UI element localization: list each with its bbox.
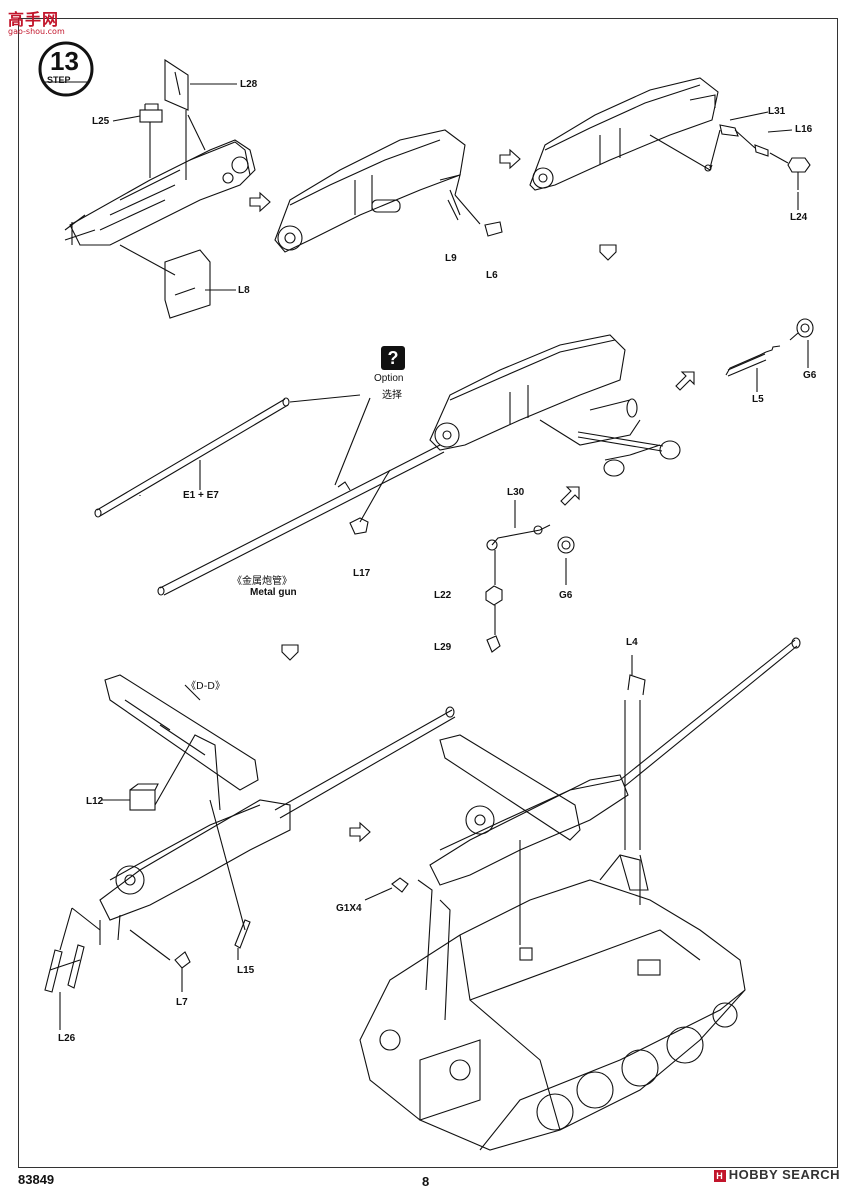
- site-logo-url: gao-shou.com: [8, 27, 65, 36]
- part-label-L5: L5: [752, 394, 764, 405]
- step-label: STEP: [47, 75, 71, 85]
- part-label-L6: L6: [486, 270, 498, 281]
- section-label: 《D-D》: [186, 681, 226, 692]
- part-label-L29: L29: [434, 642, 452, 653]
- part-label-L7: L7: [176, 997, 188, 1008]
- hobby-search-icon: H: [713, 1169, 726, 1182]
- metal-gun-en: Metal gun: [250, 587, 297, 598]
- rod-assembly: [725, 318, 814, 377]
- product-code: 83849: [18, 1172, 55, 1187]
- page-frame: [18, 18, 838, 1168]
- option-label-en: Option: [374, 373, 404, 384]
- part-label-L16: L16: [795, 124, 813, 135]
- part-label-L28: L28: [240, 79, 258, 90]
- part-label-G6-top: G6: [803, 370, 817, 381]
- part-label-L15: L15: [237, 965, 255, 976]
- part-label-G1X4: G1X4: [336, 903, 362, 914]
- step-number: 13: [50, 46, 79, 76]
- part-label-G6-mid: G6: [559, 590, 573, 601]
- page-number: 8: [422, 1174, 430, 1189]
- part-label-L8: L8: [238, 285, 250, 296]
- part-label-E1-E7: E1 + E7: [183, 490, 219, 501]
- gun-barrel-assembly: [94, 334, 681, 596]
- part-label-L9: L9: [445, 253, 457, 264]
- gun-carriage-2: [274, 129, 503, 253]
- part-label-L30: L30: [507, 487, 525, 498]
- option-icon: ?: [381, 346, 405, 370]
- gun-carriage-3: [529, 77, 811, 191]
- option-label-cn: 选择: [382, 390, 402, 401]
- wire-assembly: [485, 524, 575, 653]
- part-label-L12: L12: [86, 796, 104, 807]
- part-label-L17: L17: [353, 568, 371, 579]
- part-label-L22: L22: [434, 590, 452, 601]
- gun-assembly-bottom-left: [44, 674, 456, 993]
- part-label-L25: L25: [92, 116, 110, 127]
- site-logo-text: 高手网: [8, 10, 60, 29]
- part-label-L24: L24: [790, 212, 808, 223]
- part-label-L4: L4: [626, 637, 638, 648]
- metal-gun-cn: 《金属炮管》: [232, 576, 292, 587]
- gun-carriage-1: [64, 58, 256, 319]
- hobby-search-text: HOBBY SEARCH: [728, 1167, 840, 1182]
- site-logo: 高手网 gao-shou.com: [8, 6, 65, 36]
- tank-vehicle: [359, 637, 801, 1151]
- part-label-L31: L31: [768, 106, 786, 117]
- part-label-L26: L26: [58, 1033, 76, 1044]
